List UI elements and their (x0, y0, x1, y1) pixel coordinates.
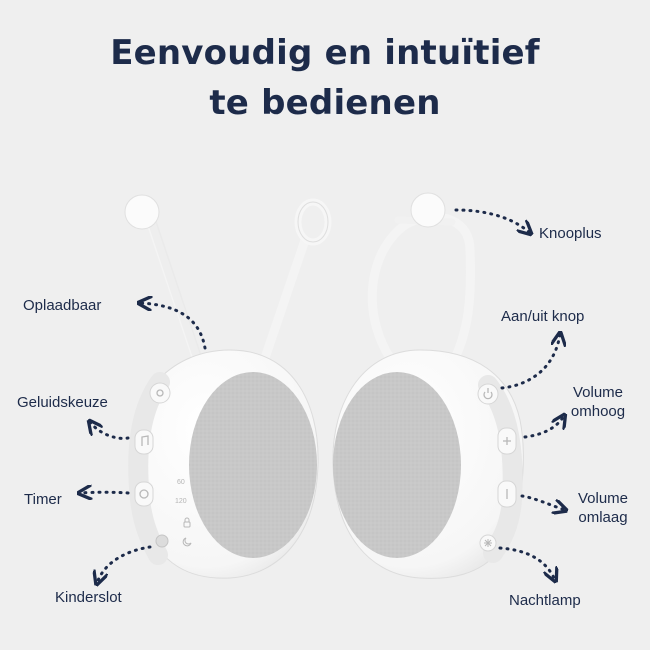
arrow-night-light (498, 546, 555, 580)
power-icon (483, 388, 493, 400)
antenna-ring (260, 198, 332, 363)
label-volume-down-line-2: omlaag (578, 509, 628, 526)
device-right (332, 192, 524, 579)
title-line-1: Eenvoudig en intuïtief (110, 33, 540, 73)
night-light-icon (484, 539, 492, 547)
night-light-button[interactable] (479, 534, 497, 552)
timer-button[interactable] (134, 481, 154, 507)
arrow-volume-down (520, 494, 565, 510)
callout-arrows (80, 208, 565, 583)
label-child-lock: Kinderslot (55, 589, 122, 606)
label-volume-up-line-2: omhoog (570, 403, 626, 420)
child-lock-switch[interactable] (155, 534, 169, 548)
label-volume-down-line-1: Volume (577, 490, 629, 507)
arrow-volume-up (523, 416, 564, 439)
antenna-ball (124, 194, 203, 365)
arrow-charging (140, 303, 207, 350)
knoop-plus-strap (367, 192, 475, 363)
arrow-child-lock (97, 545, 152, 583)
label-timer: Timer (24, 491, 62, 508)
timer-value-120: 120 (175, 498, 187, 505)
label-knoop-plus: Knooplus (539, 225, 602, 242)
sun-icon (156, 389, 164, 397)
label-charging: Oplaadbaar (23, 297, 102, 314)
arrow-knoop-plus (454, 208, 530, 233)
volume-up-button[interactable] (497, 427, 517, 455)
label-power: Aan/uit knop (501, 308, 585, 325)
label-volume-up: Volume omhoog (560, 383, 636, 421)
arrow-sound-choice (90, 422, 130, 440)
timer-value-60: 60 (177, 479, 185, 486)
volume-down-button[interactable] (497, 480, 517, 508)
speaker-grille-left (189, 372, 317, 558)
lock-icon (183, 517, 191, 528)
plus-icon (503, 437, 511, 445)
sun-button[interactable] (149, 382, 171, 404)
speaker-grille-right (333, 372, 461, 558)
label-volume-up-line-1: Volume (572, 384, 624, 401)
label-volume-down: Volume omlaag (565, 489, 641, 527)
sound-choice-button[interactable] (134, 429, 154, 455)
power-button[interactable] (477, 383, 499, 405)
label-sound-choice: Geluidskeuze (17, 394, 108, 411)
music-icon (141, 435, 149, 446)
page-title: Eenvoudig en intuïtief te bedienen (0, 28, 650, 128)
timer-icon (139, 489, 149, 499)
device-left: 60 120 (124, 194, 332, 579)
label-night-light: Nachtlamp (509, 592, 581, 609)
moon-icon (182, 537, 192, 547)
arrow-power (500, 334, 560, 390)
title-line-2: te bedienen (209, 83, 441, 123)
arrow-timer (80, 492, 130, 493)
